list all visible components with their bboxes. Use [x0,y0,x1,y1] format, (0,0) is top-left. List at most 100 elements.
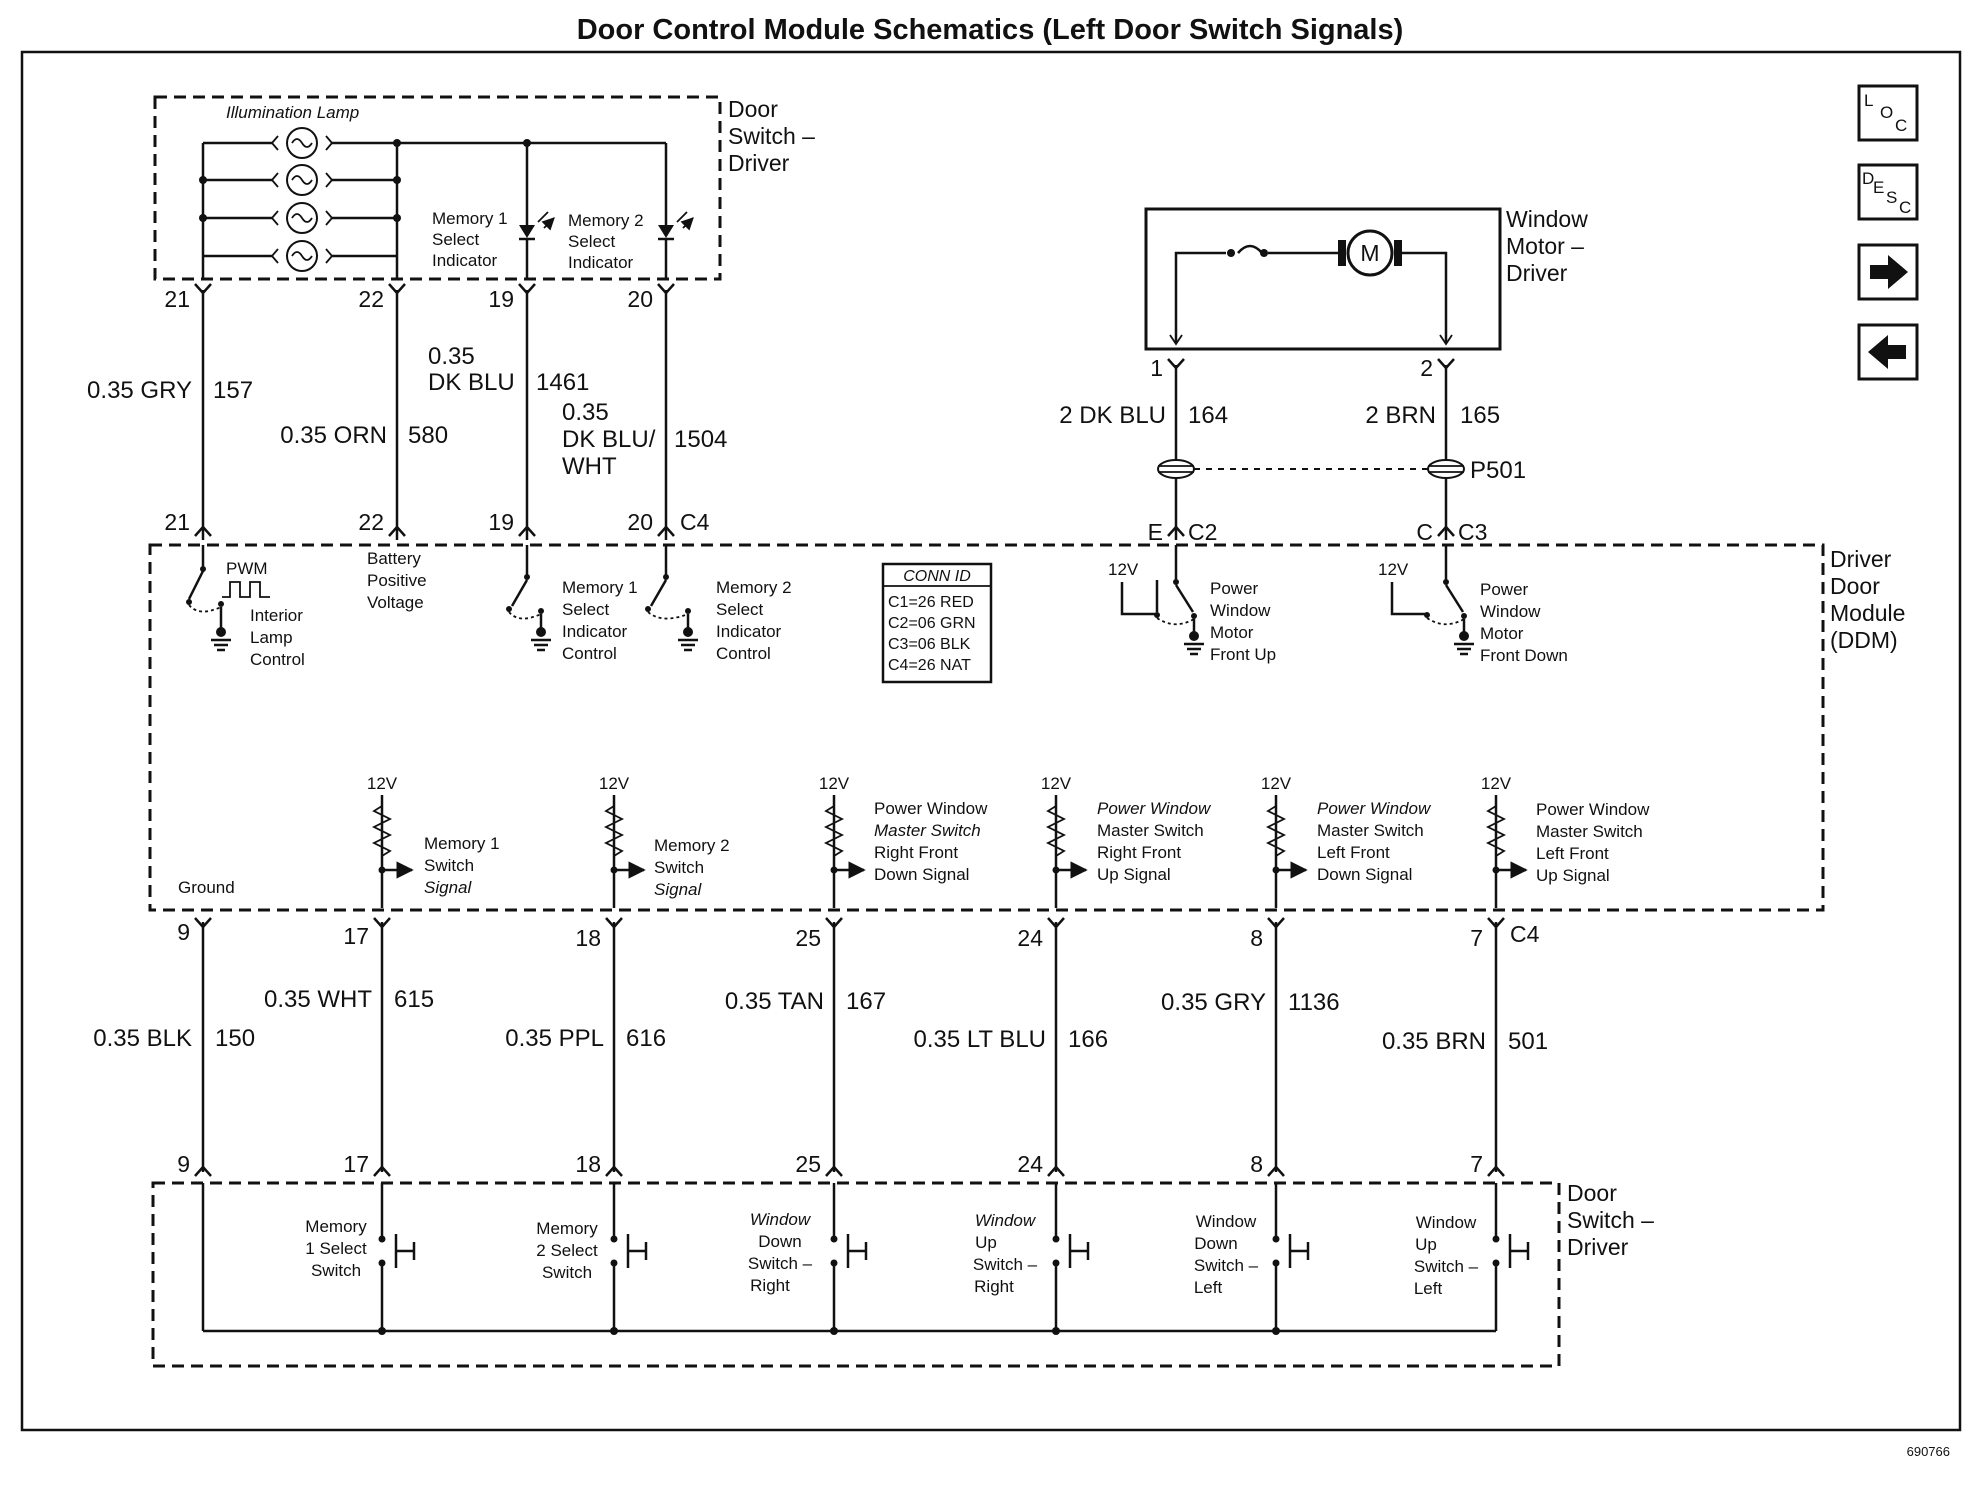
pw-front-down-relay [1390,545,1474,656]
arrow-right-icon[interactable] [1857,243,1919,301]
door-switch-bottom-box [151,1181,1561,1368]
door-switch-bottom-label: Switch – [1567,1207,1654,1233]
switch-label: Up [1415,1235,1437,1254]
switch-icon [378,1183,416,1331]
ground-label: Ground [178,878,235,897]
motor-symbol: M [1360,240,1379,266]
illumination-lamps [199,127,666,278]
pin-label: 22 [358,509,384,535]
pin-label: 19 [488,509,514,535]
svg-text:Door: Door [728,96,778,122]
connector-label: C4 [1510,921,1540,947]
v12-label: 12V [367,774,398,793]
v12-label: 12V [599,774,630,793]
connector-label: C4 [680,509,710,535]
switch-icon [1272,1183,1310,1331]
wire-circuit-label: 1461 [536,369,589,396]
memory2-indicator-label: Memory 2 [568,211,644,230]
switch-label: Memory [305,1217,367,1236]
resistor-icon [823,795,866,908]
wire-circuit-label: 165 [1460,402,1500,429]
conn-id-row: C1=26 RED [888,594,974,611]
pin-label: 7 [1470,925,1483,951]
switch-label: Switch – [748,1254,813,1273]
interior-lamp-label: Control [250,650,305,669]
resistor-icon [371,795,414,908]
switch-label: Window [750,1210,812,1229]
memory2-control-switch [645,545,698,652]
pin-label: 19 [488,286,514,312]
wire-gauge-label: 0.35 GRY [1161,989,1266,1016]
battery-label: Positive [367,571,427,590]
memory1-control-label: Indicator [562,622,628,641]
wire-gauge-label: 2 DK BLU [1059,402,1166,429]
wire-circuit-label: 615 [394,986,434,1013]
v12-label: 12V [1041,774,1072,793]
wire-circuit-label: 167 [846,988,886,1015]
loc-icon[interactable]: L O C [1857,84,1919,142]
switch-label: Switch [542,1263,592,1282]
wire-circuit-label: 501 [1508,1028,1548,1055]
switch-label: 2 Select [536,1241,598,1260]
pin-label: 18 [575,1151,601,1177]
switch-label: Left [1414,1279,1443,1298]
pin-label: 17 [343,923,369,949]
svg-text:E: E [1873,178,1884,197]
pin-label: 8 [1250,1151,1263,1177]
switch-label: Right [974,1277,1014,1296]
switch-label: Switch – [1194,1256,1259,1275]
desc-icon[interactable]: D E S C [1857,163,1919,221]
battery-label: Voltage [367,593,424,612]
memory1-indicator-label: Select [432,230,480,249]
memory1-control-label: Select [562,600,610,619]
window-motor-box: M [1144,207,1502,351]
pushbutton-switches [378,1183,1530,1331]
resistor-icon [1265,795,1308,908]
v12-label: 12V [819,774,850,793]
svg-text:L: L [1864,91,1873,110]
pin-label: 20 [627,286,653,312]
ddm-label: Module [1830,600,1905,626]
memory1-signal-label: Switch [424,856,474,875]
svg-text:S: S [1886,188,1897,207]
rf-up-signal-label: Master Switch [1097,821,1204,840]
wire-circuit-label: 164 [1188,402,1228,429]
interior-lamp-label: Interior [250,606,303,625]
wire-gauge-label: 0.35 GRY [87,377,192,404]
memory2-indicator-led-icon [658,143,693,278]
memory2-signal-label: Signal [654,880,702,899]
pin-label: 7 [1470,1151,1483,1177]
switch-icon [1492,1183,1530,1331]
wire-gauge-label: 0.35 LT BLU [913,1026,1046,1053]
lf-down-signal-label: Power Window [1317,799,1432,818]
switch-icon [830,1183,868,1331]
memory1-control-switch [506,545,551,652]
svg-text:D: D [1862,169,1874,188]
wire-gauge-label: 0.35 [562,399,609,426]
pin-label: 9 [177,919,190,945]
pin-label: 22 [358,286,384,312]
pwm-label: PWM [226,559,268,578]
pw-front-up-label: Window [1210,601,1271,620]
ddm-label: (DDM) [1830,627,1898,653]
door-switch-bottom-label: Door [1567,1180,1617,1206]
svg-text:Switch –: Switch – [728,123,815,149]
pw-front-up-label: Motor [1210,623,1254,642]
top-wires [194,283,675,540]
switch-label: Window [975,1211,1037,1230]
svg-text:Illumination Lamp: Illumination Lamp [226,103,359,122]
switch-label: Window [1416,1213,1477,1232]
memory1-indicator-label: Indicator [432,251,498,270]
arrow-left-icon[interactable] [1857,323,1919,381]
wire-gauge-label: 0.35 BLK [93,1025,192,1052]
pin-label: 25 [795,1151,821,1177]
window-motor-label: Motor – [1506,233,1584,259]
connector-label: C2 [1188,519,1217,545]
pin-label: 8 [1250,925,1263,951]
page-title: Door Control Module Schematics (Left Doo… [577,14,1404,46]
memory2-control-label: Indicator [716,622,782,641]
pin-label: 25 [795,925,821,951]
lf-up-signal-label: Left Front [1536,844,1609,863]
pin-label: 24 [1017,925,1043,951]
